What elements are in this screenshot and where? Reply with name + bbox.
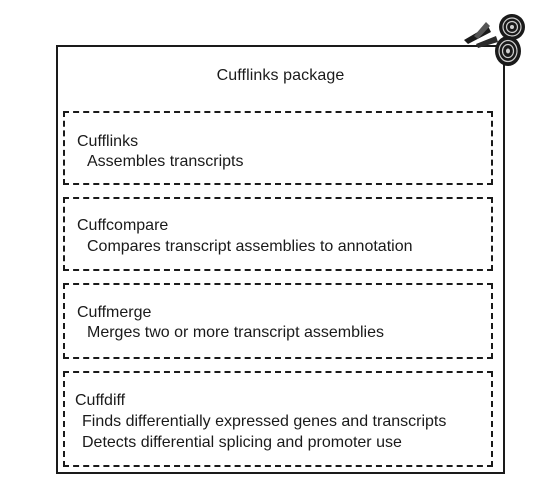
module-desc-cuffmerge: Merges two or more transcript assemblies: [87, 324, 384, 341]
module-cuffmerge: Cuffmerge Merges two or more transcript …: [63, 283, 493, 359]
module-desc-cuffdiff-2: Detects differential splicing and promot…: [82, 434, 402, 451]
cufflink-front-icon: [476, 36, 521, 66]
module-cufflinks: Cufflinks Assembles transcripts: [63, 111, 493, 185]
module-cuffcompare: Cuffcompare Compares transcript assembli…: [63, 197, 493, 271]
module-desc-cuffdiff-1: Finds differentially expressed genes and…: [82, 413, 447, 430]
module-name-cuffdiff: Cuffdiff: [75, 392, 126, 409]
module-name-cuffcompare: Cuffcompare: [77, 217, 169, 234]
package-title: Cufflinks package: [216, 67, 345, 84]
module-desc-cufflinks: Assembles transcripts: [87, 153, 244, 170]
module-cuffdiff: Cuffdiff Finds differentially expressed …: [63, 371, 493, 467]
module-desc-cuffcompare: Compares transcript assemblies to annota…: [87, 238, 413, 255]
cufflink-pins-icon: [464, 14, 525, 66]
module-name-cuffmerge: Cuffmerge: [77, 304, 152, 321]
module-name-cufflinks: Cufflinks: [77, 133, 139, 150]
cufflinks-package-box: Cufflinks package Cufflinks Assembles tr…: [56, 45, 505, 474]
cufflink-back-icon: [464, 14, 525, 44]
